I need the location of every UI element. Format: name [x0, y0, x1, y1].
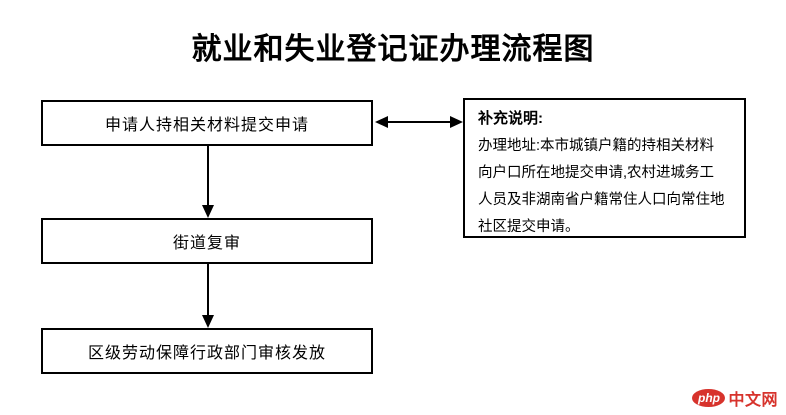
- flow-step-label: 区级劳动保障行政部门审核发放: [87, 345, 326, 362]
- arrow-down-icon: [202, 145, 214, 218]
- supplementary-note-box: 补充说明: 办理地址:本市城镇户籍的持相关材料 向户口所在地提交申请,农村进城务…: [463, 98, 746, 238]
- flow-step-label: 街道复审: [172, 235, 241, 252]
- arrow-down-icon: [202, 264, 214, 328]
- note-line: 向户口所在地提交申请,农村进城务工: [478, 165, 715, 181]
- site-name-text: 中文网: [728, 392, 778, 409]
- diagram-title: 就业和失业登记证办理流程图: [191, 33, 595, 66]
- note-heading: 补充说明:: [478, 110, 543, 127]
- php-logo-icon: php: [692, 389, 726, 407]
- site-watermark: php 中文网: [692, 386, 778, 410]
- flow-step-street-review: 街道复审: [41, 218, 373, 264]
- note-line: 办理地址:本市城镇户籍的持相关材料: [478, 138, 715, 154]
- flow-step-submit-application: 申请人持相关材料提交申请: [41, 100, 373, 146]
- flow-step-label: 申请人持相关材料提交申请: [104, 117, 309, 134]
- arrow-double-horizontal-icon: [375, 116, 463, 128]
- note-line: 人员及非湖南省户籍常住人口向常住地: [478, 192, 725, 208]
- note-line: 社区提交申请。: [478, 219, 580, 235]
- flow-step-district-issue: 区级劳动保障行政部门审核发放: [41, 328, 373, 374]
